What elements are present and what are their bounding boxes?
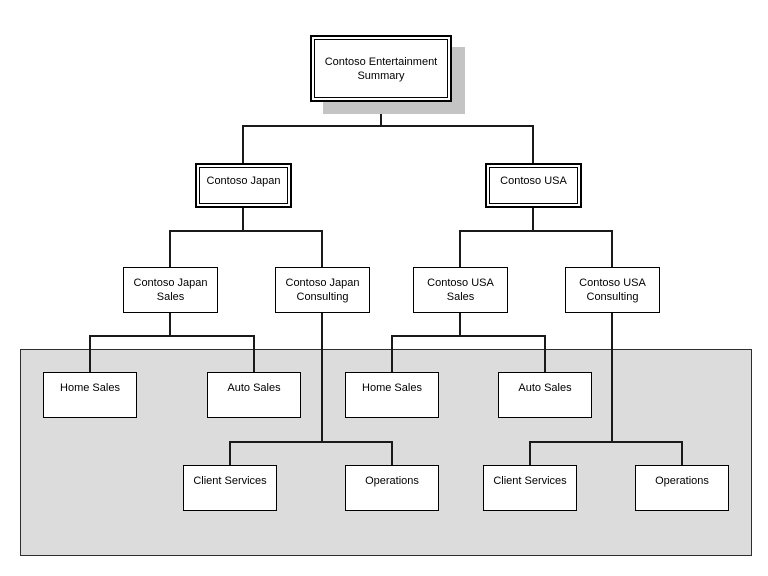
org-node-label: Home Sales [346, 373, 438, 417]
connector-line [89, 335, 91, 373]
org-node-label-line: Client Services [193, 475, 267, 487]
connector-line [532, 125, 534, 164]
org-node-label: Client Services [184, 466, 276, 510]
connector-line [242, 207, 244, 232]
connector-line [253, 335, 255, 373]
org-node-label-line: Contoso Entertainment [324, 55, 438, 68]
org-node-label-line: Home Sales [362, 382, 422, 394]
org-node-label: Operations [636, 466, 728, 510]
connector-line [529, 441, 531, 466]
org-node-usa-home-sales[interactable]: Home Sales [345, 372, 439, 418]
org-node-japan-home-sales[interactable]: Home Sales [43, 372, 137, 418]
org-node-label-line: Sales [156, 291, 185, 303]
org-node-label-line: Summary [357, 69, 405, 82]
connector-line [380, 101, 382, 127]
org-node-label-line: Auto Sales [518, 382, 572, 394]
connector-line [459, 230, 613, 232]
connector-line [391, 335, 546, 337]
connector-line [169, 230, 171, 268]
org-node-label-line: Home Sales [60, 382, 120, 394]
connector-line [321, 312, 323, 443]
org-node-japan-client-services[interactable]: Client Services [183, 465, 277, 511]
org-node-label: Auto Sales [208, 373, 300, 417]
connector-line [321, 230, 323, 268]
org-node-label: Contoso USA Consulting [566, 268, 659, 312]
connector-line [242, 125, 534, 127]
org-node-label: Contoso Japan [199, 167, 288, 204]
org-node-label-line: Client Services [493, 475, 567, 487]
org-node-label: Contoso USA Sales [414, 268, 507, 312]
org-node-label-line: Contoso Japan [206, 175, 281, 187]
org-node-usa-sales[interactable]: Contoso USA Sales [413, 267, 508, 313]
org-node-usa-auto-sales[interactable]: Auto Sales [498, 372, 592, 418]
org-node-label-line: Contoso USA [579, 277, 646, 289]
org-node-usa-consulting[interactable]: Contoso USA Consulting [565, 267, 660, 313]
org-node-usa-operations[interactable]: Operations [635, 465, 729, 511]
org-node-contoso-japan[interactable]: Contoso Japan [195, 163, 292, 208]
connector-line [242, 125, 244, 164]
connector-line [89, 335, 255, 337]
org-node-label: Client Services [484, 466, 576, 510]
org-node-japan-auto-sales[interactable]: Auto Sales [207, 372, 301, 418]
connector-line [459, 230, 461, 268]
org-node-japan-operations[interactable]: Operations [345, 465, 439, 511]
org-node-label-line: Consulting [296, 291, 349, 303]
connector-line [681, 441, 683, 466]
connector-line [529, 441, 683, 443]
connector-line [532, 207, 534, 232]
connector-line [169, 230, 323, 232]
org-node-label-line: Operations [365, 475, 419, 487]
org-node-label-line: Auto Sales [227, 382, 281, 394]
org-node-label: Operations [346, 466, 438, 510]
connector-line [459, 312, 461, 337]
org-node-contoso-usa[interactable]: Contoso USA [485, 163, 582, 208]
org-node-label: Auto Sales [499, 373, 591, 417]
org-node-label-line: Contoso Japan [133, 277, 208, 289]
org-node-label-line: Sales [446, 291, 475, 303]
connector-line [391, 441, 393, 466]
org-node-label: Contoso USA [489, 167, 578, 204]
org-node-label-line: Contoso USA [500, 175, 567, 187]
connector-line [169, 312, 171, 337]
connector-line [391, 335, 393, 373]
org-node-label-line: Contoso Japan [285, 277, 360, 289]
connector-line [611, 312, 613, 443]
connector-line [229, 441, 231, 466]
connector-line [611, 230, 613, 268]
org-node-label-line: Operations [655, 475, 709, 487]
org-node-label: Home Sales [44, 373, 136, 417]
connector-line [229, 441, 393, 443]
org-node-label-line: Consulting [586, 291, 639, 303]
org-node-label-line: Contoso USA [427, 277, 494, 289]
connector-line [544, 335, 546, 373]
org-node-usa-client-services[interactable]: Client Services [483, 465, 577, 511]
